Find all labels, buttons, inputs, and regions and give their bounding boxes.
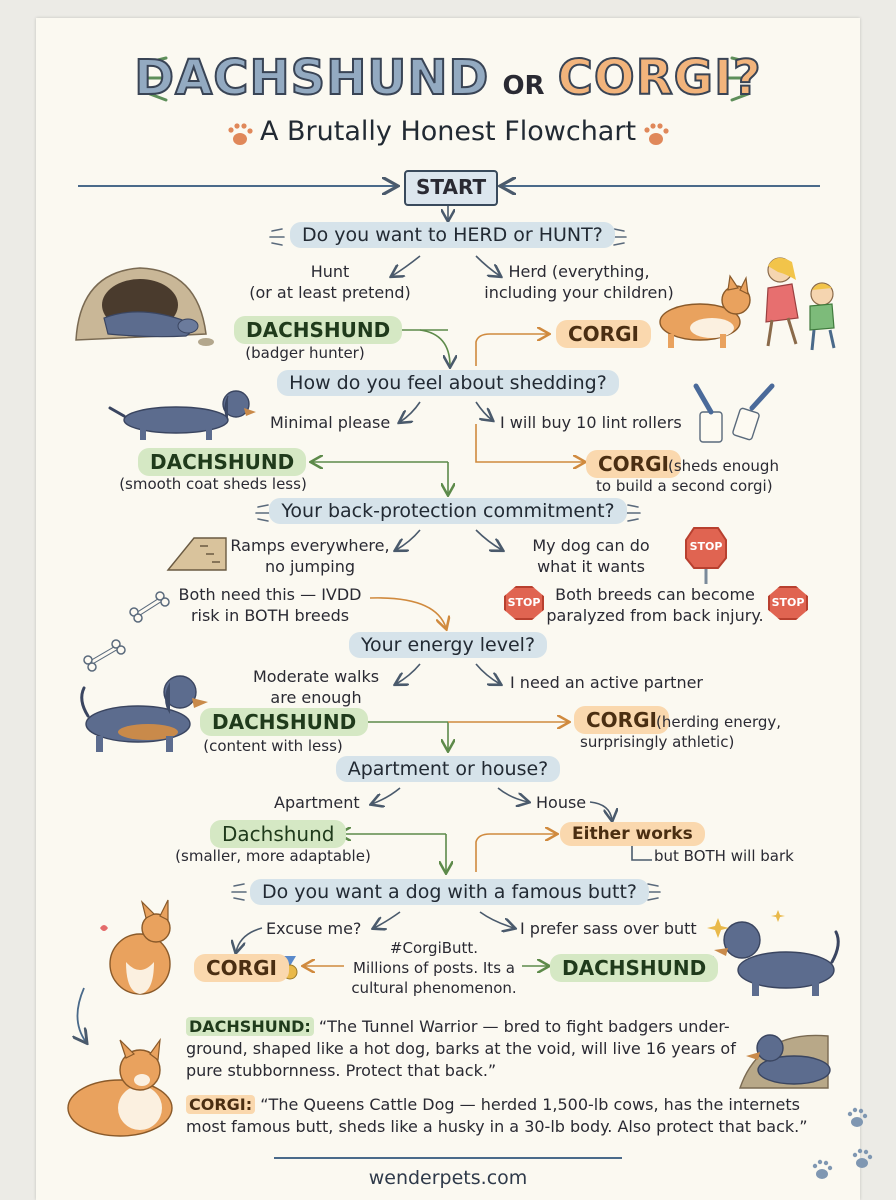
bone-icon <box>129 591 170 623</box>
q4-dachshund-note: (content with less) <box>203 737 343 755</box>
sparkle-icon <box>707 910 785 938</box>
q1-left-answer: Hunt (or at least pretend) <box>249 262 411 302</box>
footer-website[interactable]: wenderpets.com <box>368 1167 528 1189</box>
q5-dachshund-note: (smaller, more adaptable) <box>175 847 371 865</box>
dachshund-summary: DACHSHUND: “The Tunnel Warrior — bred to… <box>186 1016 738 1082</box>
q2-result-corgi: CORGI <box>586 450 681 478</box>
q1-dachshund-note: (badger hunter) <box>245 344 365 362</box>
stop-sign-left: STOP <box>504 586 544 620</box>
question-2: How do you feel about shedding? <box>270 370 626 396</box>
corgi-butt-illustration <box>100 899 171 995</box>
q4-corgi-label: CORGI <box>574 706 669 734</box>
q4-corgi-note-2: surprisingly athletic) <box>580 733 735 751</box>
q6-result-corgi: CORGI <box>194 954 289 982</box>
q6-dachshund-label: DACHSHUND <box>550 954 719 982</box>
dachshund-summary-text: “The Tunnel Warrior — bred to fight badg… <box>186 1017 736 1080</box>
q3-left-answer: Ramps everywhere, no jumping <box>230 536 390 576</box>
question-1: Do you want to HERD or HUNT? <box>290 222 615 248</box>
q5-dachshund-label: Dachshund <box>210 820 347 848</box>
q6-middle-note: #CorgiButt. Millions of posts. Its a cul… <box>351 939 517 997</box>
question-5: Apartment or house? <box>320 756 576 782</box>
q5-result-either: Either works <box>560 822 705 846</box>
burrow-icon <box>75 267 214 346</box>
q1-result-corgi: CORGI <box>556 320 651 348</box>
q2-left-answer: Minimal please <box>270 413 391 432</box>
paw-icon <box>644 123 669 145</box>
q6-result-dachshund: DACHSHUND <box>550 954 719 982</box>
stop-sign-right: STOP <box>768 586 808 620</box>
question-5-label: Apartment or house? <box>335 756 561 782</box>
q5-either-label: Either works <box>560 822 705 846</box>
question-2-label: How do you feel about shedding? <box>277 370 619 396</box>
question-1-label: Do you want to HERD or HUNT? <box>290 222 615 248</box>
q6-right-answer: I prefer sass over butt <box>520 919 697 938</box>
q3-left-note: Both need this — IVDD risk in BOTH breed… <box>178 585 362 625</box>
q6-corgi-label: CORGI <box>194 954 289 982</box>
ramp-icon <box>166 537 227 571</box>
stop-sign-icon <box>685 527 727 584</box>
subtitle: A Brutally Honest Flowchart <box>259 116 637 147</box>
q4-dachshund-label: DACHSHUND <box>200 708 369 736</box>
dachshund-illustration <box>714 921 840 996</box>
dachshund-summary-label: DACHSHUND: <box>186 1017 314 1036</box>
title-dachshund: DACHSHUND <box>133 49 490 107</box>
q2-right-answer: I will buy 10 lint rollers <box>500 413 682 432</box>
q5-right-answer: House <box>536 793 587 812</box>
corgi-summary: CORGI: “The Queens Cattle Dog — herded 1… <box>186 1094 826 1138</box>
question-decoration <box>231 228 661 901</box>
q1-corgi-label: CORGI <box>556 320 651 348</box>
q2-result-dachshund: DACHSHUND <box>138 448 307 476</box>
q5-left-answer: Apartment <box>274 793 360 812</box>
q4-result-corgi: CORGI <box>574 706 669 734</box>
question-4: Your energy level? <box>340 632 556 658</box>
q1-result-dachshund: DACHSHUND <box>234 316 403 344</box>
start-node: START <box>404 170 499 206</box>
question-3-label: Your back-protection commitment? <box>269 498 627 524</box>
q4-corgi-note-1: (herding energy, <box>656 713 782 731</box>
lint-roller-icon <box>693 383 775 443</box>
q2-corgi-note-2: to build a second corgi) <box>596 477 773 495</box>
question-3: Your back-protection commitment? <box>266 498 630 524</box>
dachshund-illustration <box>80 675 208 752</box>
stop-sign-text: STOP <box>689 540 723 553</box>
burrow-icon <box>739 1034 831 1089</box>
q3-right-note: Both breeds can become paralyzed from ba… <box>546 585 764 625</box>
corgi-summary-label: CORGI: <box>186 1095 256 1114</box>
corgi-with-kids-illustration <box>659 257 836 351</box>
question-4-label: Your energy level? <box>348 632 548 658</box>
bone-icon <box>83 639 126 672</box>
q1-right-answer: Herd (everything, including your childre… <box>484 262 674 302</box>
paw-icon <box>228 123 253 145</box>
corgi-illustration <box>67 987 173 1137</box>
q2-corgi-label: CORGI <box>586 450 681 478</box>
orange-connectors <box>304 334 584 966</box>
q3-right-answer: My dog can do what it wants <box>532 536 650 576</box>
question-6-label: Do you want a dog with a famous butt? <box>250 879 649 905</box>
corgi-summary-text: “The Queens Cattle Dog — herded 1,500-lb… <box>186 1095 808 1136</box>
question-6: Do you want a dog with a famous butt? <box>250 879 649 905</box>
q5-either-note: but BOTH will bark <box>654 847 794 865</box>
title-block: DACHSHUND OR CORGI? <box>36 49 860 107</box>
paw-icon <box>812 1107 873 1179</box>
q6-left-answer: Excuse me? <box>266 919 362 938</box>
title-corgi: CORGI? <box>557 49 762 107</box>
q2-corgi-note-1: (sheds enough <box>668 457 779 475</box>
q4-right-answer: I need an active partner <box>510 673 703 692</box>
q4-result-dachshund: DACHSHUND <box>200 708 369 736</box>
q4-left-answer: Moderate walks are enough <box>252 667 380 707</box>
q5-result-dachshund: Dachshund <box>210 820 347 848</box>
dachshund-illustration <box>108 390 256 440</box>
title-decoration <box>144 56 752 102</box>
title-or: OR <box>502 71 545 101</box>
q1-dachshund-label: DACHSHUND <box>234 316 403 344</box>
q2-dachshund-note: (smooth coat sheds less) <box>119 475 307 493</box>
q2-dachshund-label: DACHSHUND <box>138 448 307 476</box>
